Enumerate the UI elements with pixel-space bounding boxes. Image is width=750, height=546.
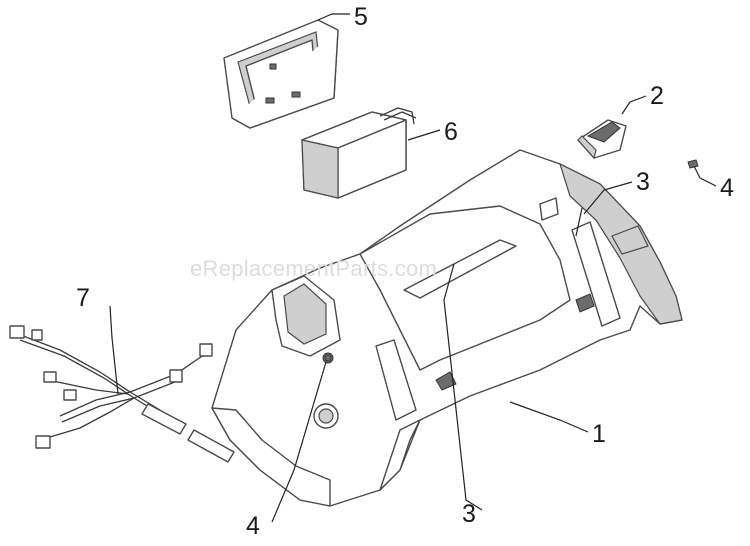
electronics-box-part-6 [301,107,417,199]
callout-3-top: 3 [636,168,650,196]
switch-bracket-part-2 [577,119,627,160]
screw-part-4-bottom [324,354,332,362]
callout-6: 6 [444,118,458,146]
callout-3-bottom: 3 [462,500,476,528]
screw-part-4-right [687,159,701,179]
display-bezel-part-5 [223,19,339,129]
callout-5: 5 [354,3,368,31]
callout-1: 1 [592,420,606,448]
callout-4-bottom: 4 [246,512,260,540]
callout-4-right: 4 [720,174,734,202]
watermark-text: eReplacementParts.com [190,256,437,281]
wire-harness-part-7 [9,325,235,463]
leader-lines [109,13,717,523]
callout-2: 2 [650,82,664,110]
callout-7: 7 [76,284,90,312]
